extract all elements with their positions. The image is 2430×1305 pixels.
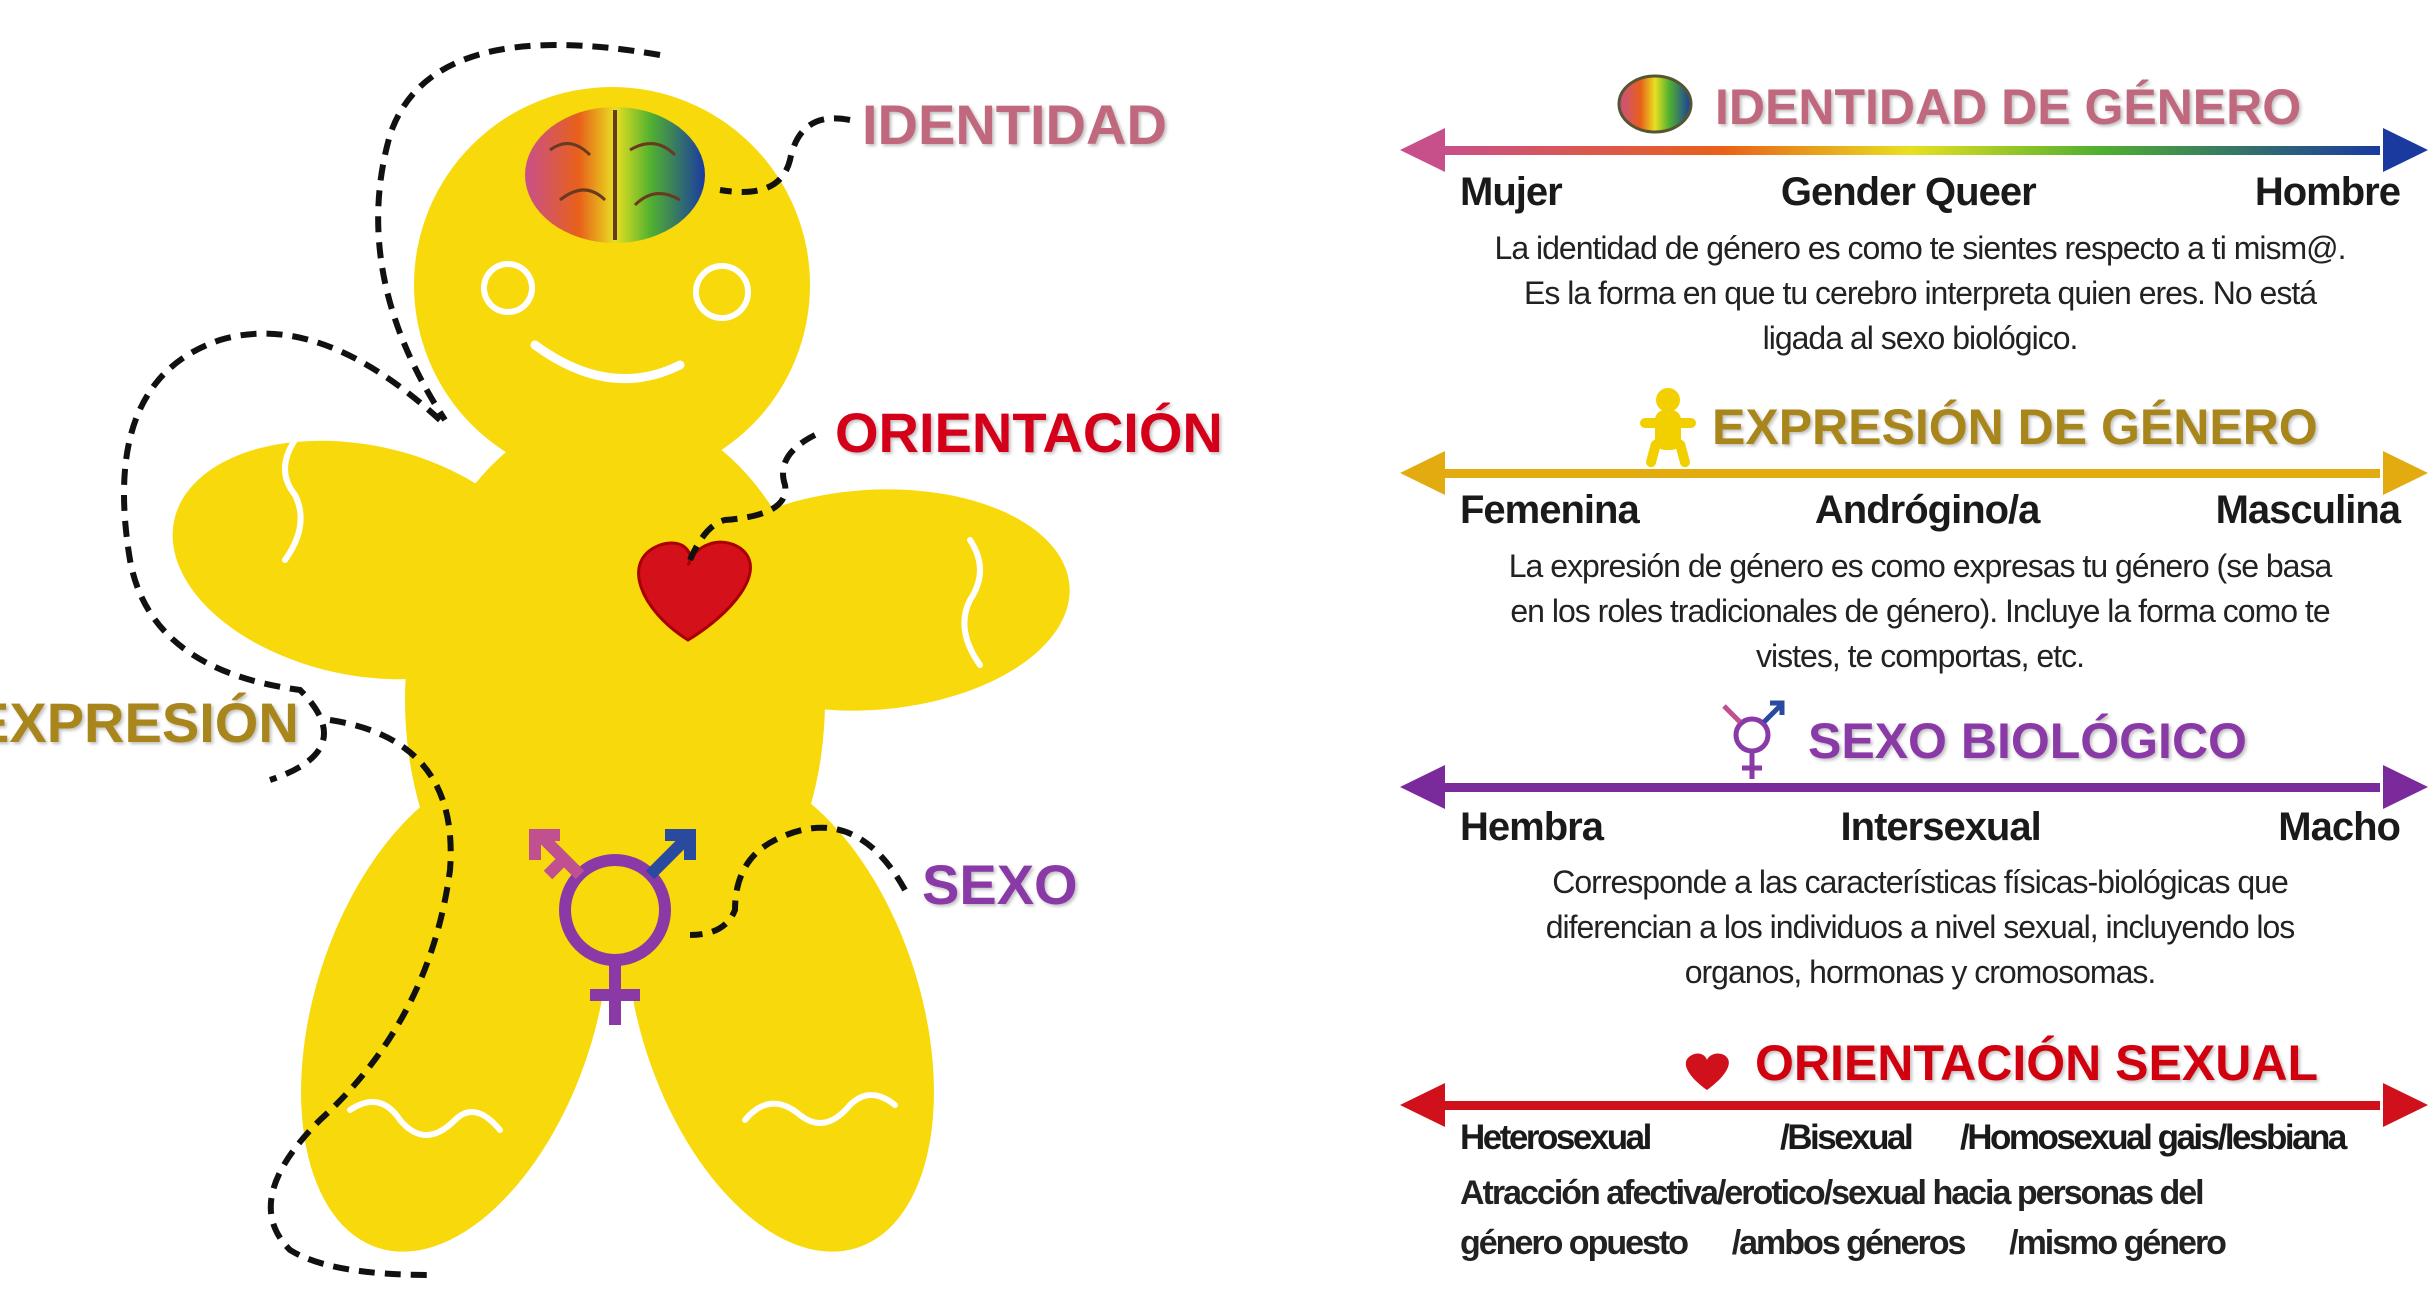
label-expresion: EXPRESIÓN (0, 691, 299, 754)
title-identidad-de-genero: IDENTIDAD DE GÉNERO (1715, 79, 2302, 135)
title-expresion-de-genero: EXPRESIÓN DE GÉNERO (1712, 399, 2318, 455)
arrow-expresion (1400, 451, 2428, 495)
description-identidad: La identidad de género es como te siente… (1420, 226, 2420, 361)
sexo-pointer (689, 824, 908, 938)
scale-label: Heterosexual (1460, 1118, 1652, 1157)
scale-label: Hombre (2254, 170, 2401, 214)
description-line: organos, hormonas y cromosomas. (1684, 954, 2157, 990)
heart-small-icon (1685, 1053, 1729, 1090)
scale-label: Masculina (2215, 488, 2401, 532)
expresion-pointer (267, 717, 454, 1278)
scale-label: Macho (2278, 805, 2401, 849)
label-sexo: SEXO (922, 853, 1078, 916)
arrow-orientacion (1400, 1083, 2428, 1127)
transgender-symbol-icon (529, 829, 696, 1025)
scale-orientacion: Heterosexual /Bisexual /Homosexual gais/… (0, 1118, 2430, 1168)
identidad-pointer (719, 115, 851, 195)
description-sexo: Corresponde a las características física… (1420, 860, 2420, 995)
arrow-identidad (1400, 128, 2428, 172)
dashed-pointer-lines (121, 42, 908, 1278)
expresion-loop (121, 330, 443, 783)
description-line: La identidad de género es como te siente… (1494, 230, 2347, 266)
scale-label: Femenina (1460, 488, 1640, 532)
scale-label: Mujer (1460, 170, 1563, 214)
scale-label: /Bisexual (1780, 1118, 1914, 1157)
description-line: diferencian a los individuos a nivel sex… (1545, 909, 2296, 945)
description-line: Atracción afectiva/erotico/sexual hacia … (1460, 1174, 2205, 1212)
icing-decorations (282, 261, 983, 1138)
scale-label: Andrógino/a (1814, 488, 2041, 532)
scale-expresion: Femenina Andrógino/a Masculina (1460, 488, 2401, 538)
description-orientacion: Atracción afectiva/erotico/sexual hacia … (1460, 1168, 2410, 1268)
description-line: género opuesto /ambos géneros /mismo gén… (1460, 1224, 2227, 1262)
description-line: Es la forma en que tu cerebro interpreta… (1523, 275, 2317, 311)
label-orientacion: ORIENTACIÓN (835, 401, 1223, 464)
arrow-sexo (1400, 765, 2428, 809)
brain-small-icon (1617, 74, 1693, 134)
description-line: ligada al sexo biológico. (1762, 320, 2079, 356)
transgender-small-icon (1722, 700, 1785, 779)
orientacion-pointer (687, 432, 817, 562)
description-line: en los roles tradicionales de género). I… (1510, 593, 2330, 629)
description-line: Corresponde a las características física… (1552, 864, 2288, 900)
brain-icon (525, 107, 705, 243)
identidad-loop (375, 42, 661, 422)
scale-label: /Homosexual gais/lesbiana (1960, 1118, 2347, 1157)
title-orientacion-sexual: ORIENTACIÓN SEXUAL (1755, 1035, 2318, 1091)
label-identidad: IDENTIDAD (862, 93, 1167, 156)
section-icons (1617, 74, 1785, 1090)
scale-label: Hembra (1460, 805, 1604, 849)
heart-icon (637, 540, 752, 642)
scale-sexo: Hembra Intersexual Macho (1460, 805, 2401, 855)
scale-identidad: Mujer Gender Queer Hombre (1460, 170, 2401, 220)
gingerbread-person-icon (1640, 388, 1696, 468)
description-line: La expresión de género es como expresas … (1508, 548, 2333, 584)
gingerbread-body (172, 87, 1070, 1252)
description-line: vistes, te comportas, etc. (1756, 638, 2085, 674)
scale-label: Gender Queer (1780, 170, 2037, 214)
description-expresion: La expresión de género es como expresas … (1420, 544, 2420, 679)
scale-label: Intersexual (1840, 805, 2042, 849)
title-sexo-biologico: SEXO BIOLÓGICO (1808, 713, 2247, 769)
